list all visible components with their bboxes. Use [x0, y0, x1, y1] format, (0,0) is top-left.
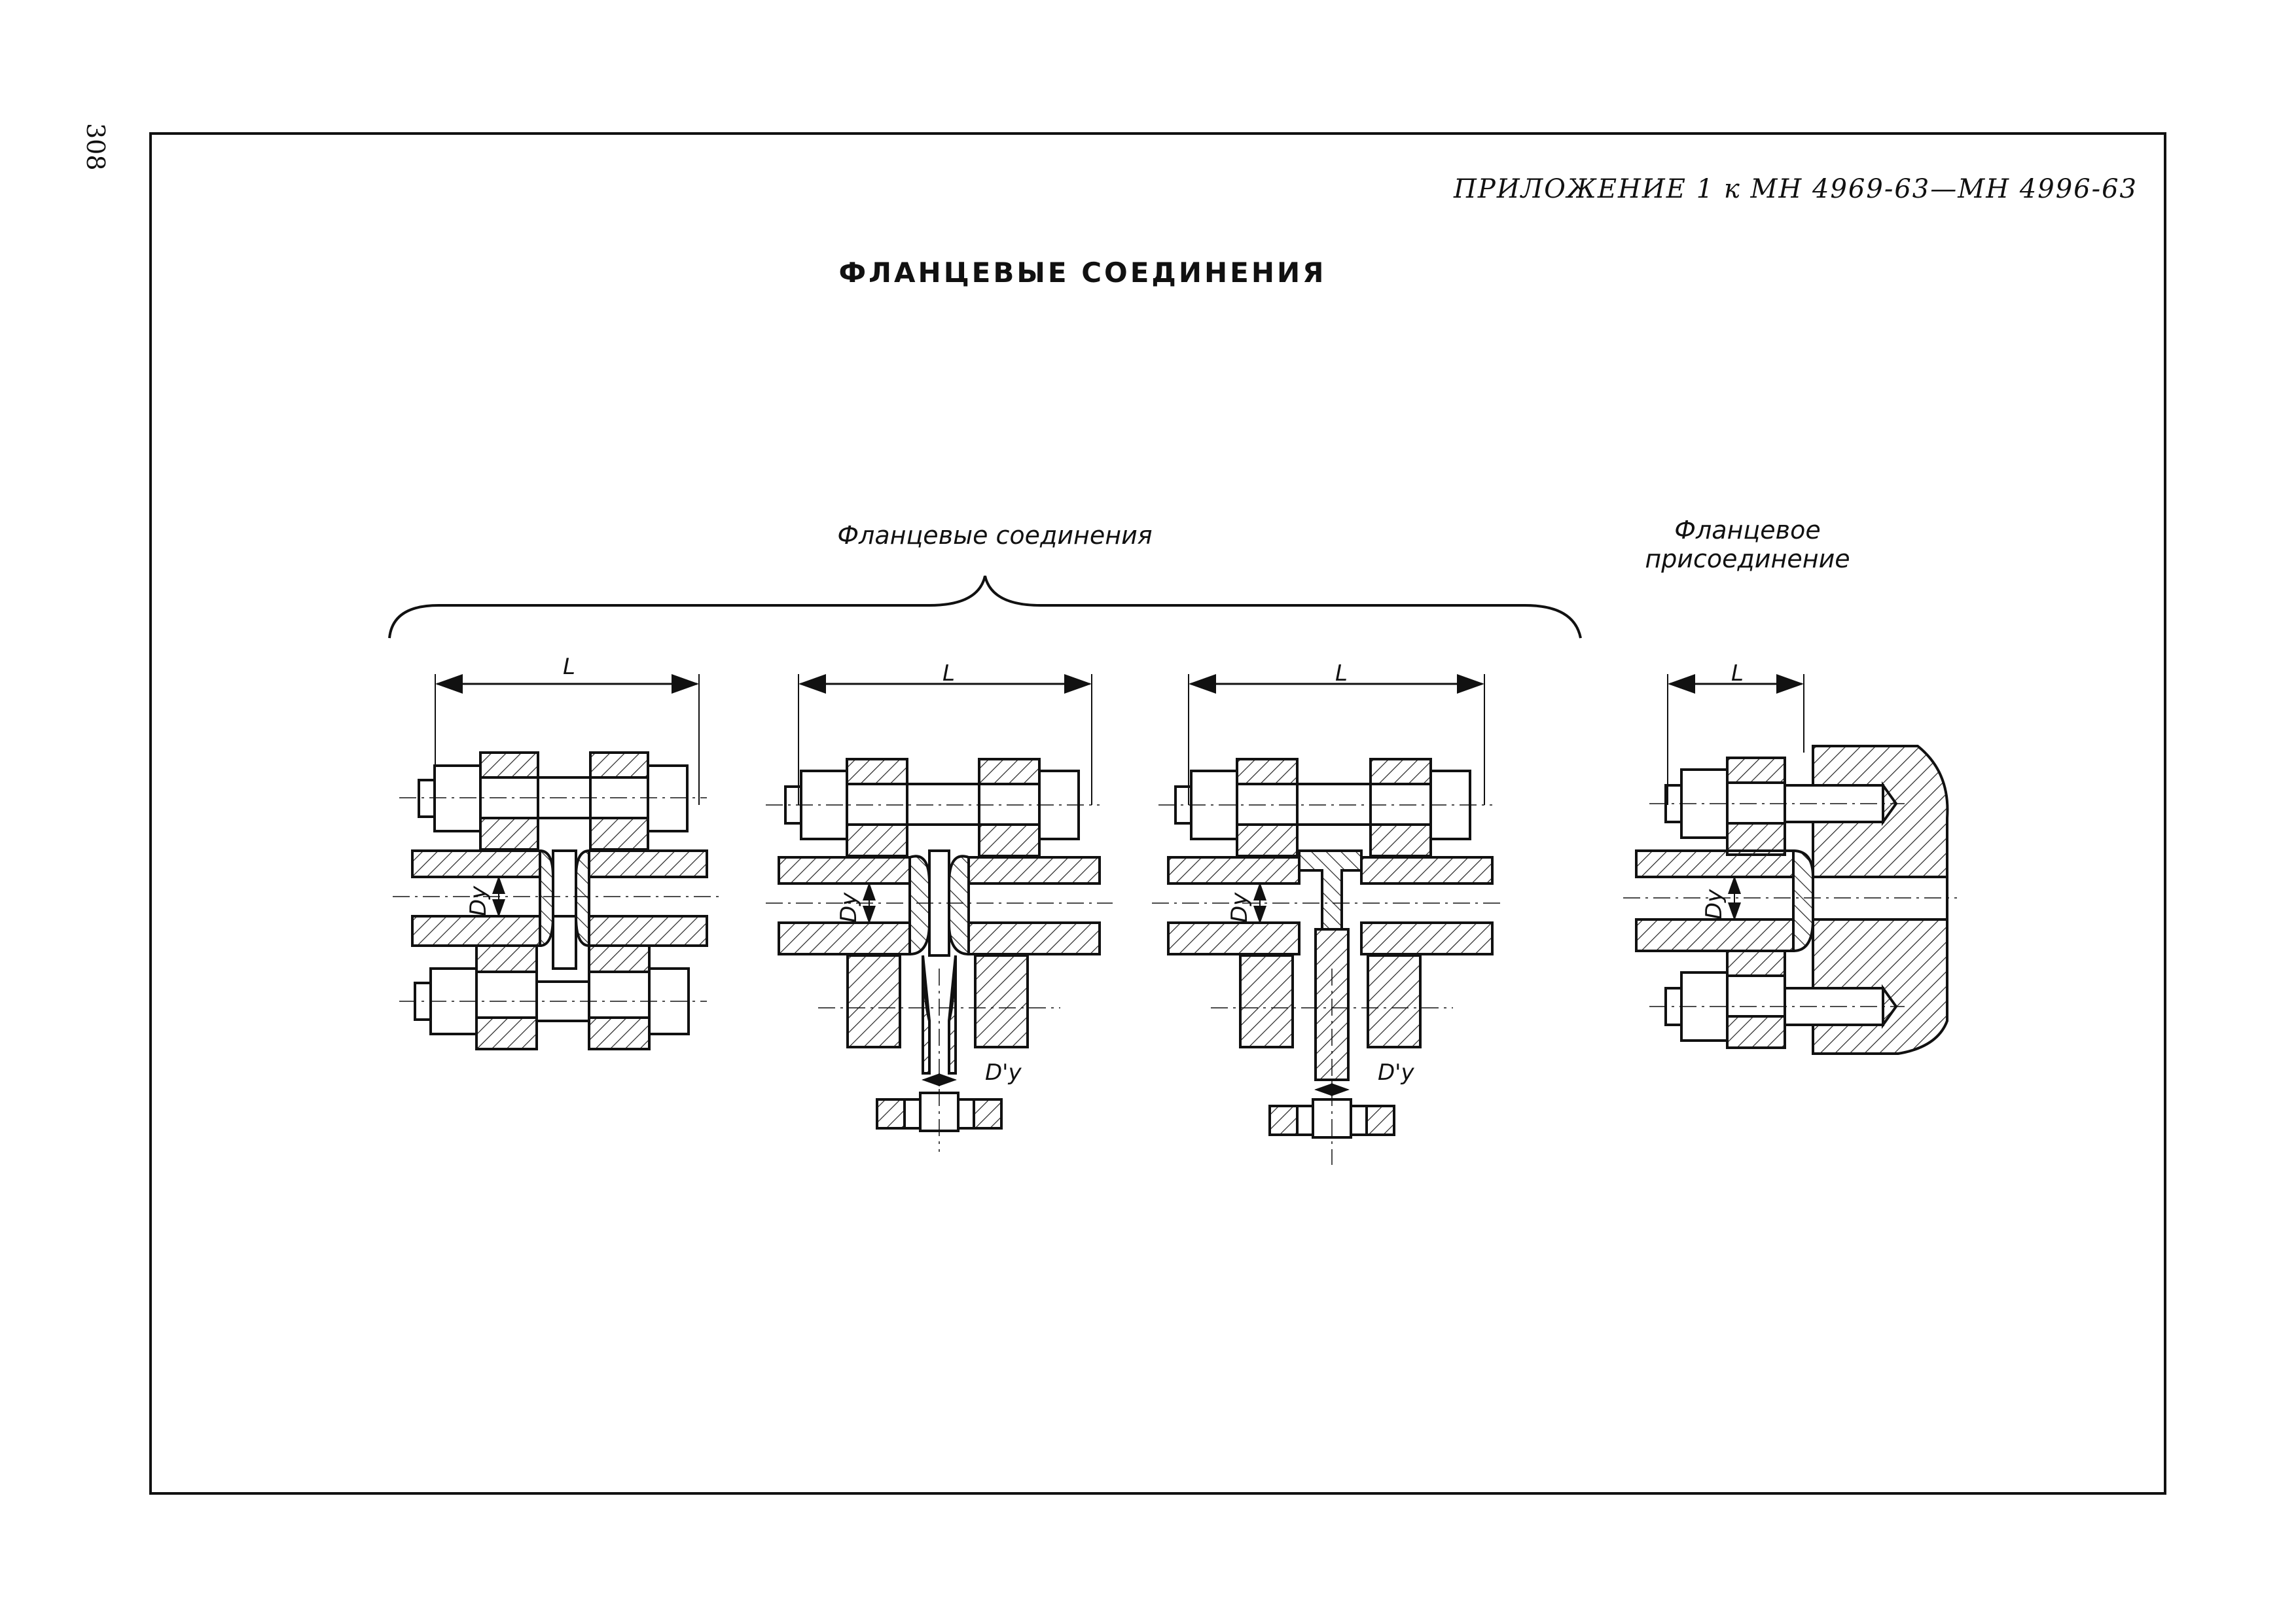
- dim-Dy-4: Dy: [1701, 889, 1727, 919]
- dim-L-1: L: [563, 654, 575, 680]
- group-brace: [388, 575, 1582, 639]
- group-label-flange-connections: Фланцевые соединения: [837, 521, 1153, 550]
- label-flange-attachment: Фланцевое присоединение: [1604, 516, 1892, 573]
- appendix-reference: ПРИЛОЖЕНИЕ 1 к МН 4969-63—МН 4996-63: [1454, 174, 2138, 204]
- dim-Dy-prime-2: D'y: [1378, 1060, 1415, 1086]
- dim-L-2: L: [942, 660, 955, 687]
- dim-L-3: L: [1335, 660, 1348, 687]
- dim-Dy-2: Dy: [836, 892, 862, 923]
- dim-Dy-1: Dy: [465, 885, 492, 916]
- page-frame: [149, 132, 2166, 1495]
- page-title: ФЛАНЦЕВЫЕ СОЕДИНЕНИЯ: [838, 257, 1327, 289]
- dim-L-4: L: [1731, 660, 1744, 687]
- drawing-branch-connection-b: [1152, 674, 1505, 1165]
- label-flange-attachment-line1: Фланцевое: [1674, 516, 1821, 544]
- drawing-straight-connection: [393, 674, 720, 1050]
- dim-Dy-3: Dy: [1227, 892, 1253, 923]
- drawing-branch-connection-a: [766, 674, 1113, 1152]
- dim-Dy-prime-1: D'y: [985, 1060, 1022, 1086]
- label-flange-attachment-line2: присоединение: [1645, 544, 1850, 573]
- drawing-flange-attachment: [1623, 674, 1957, 1055]
